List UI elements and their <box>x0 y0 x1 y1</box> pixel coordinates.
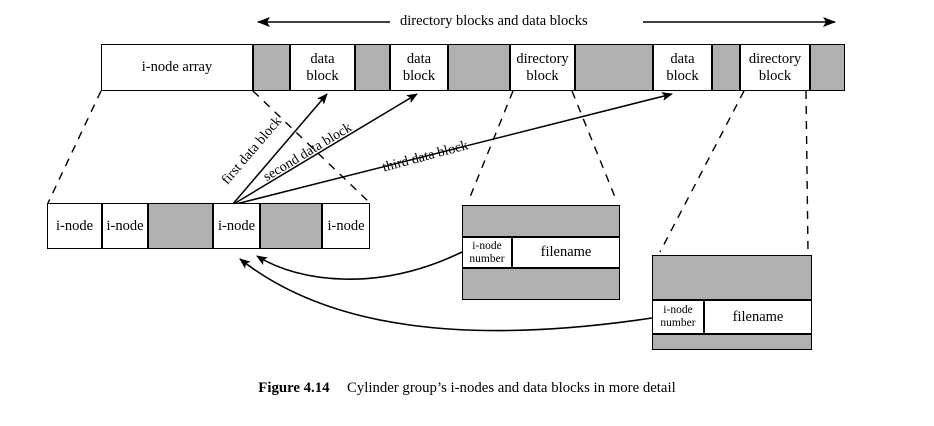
strip-cell-gray-4 <box>575 44 653 91</box>
strip-cell-data-block-2: data block <box>390 44 448 91</box>
inode-cell-label: i-node <box>55 217 94 234</box>
dir2-inode-number-label: i-node number <box>660 304 696 329</box>
figure-caption-label: Figure 4.14 <box>258 380 330 396</box>
strip-cell-label: data block <box>402 51 436 84</box>
strip-cell-data-block-1: data block <box>290 44 355 91</box>
pointer-label-third-data-block: third data block <box>381 138 470 176</box>
strip-cell-data-block-3: data block <box>653 44 712 91</box>
dir2-filename-label: filename <box>732 308 784 325</box>
inode-cell-label: i-node <box>327 217 365 234</box>
inode-cell-4: i-node <box>322 203 370 249</box>
strip-cell-label: directory block <box>748 51 802 84</box>
dir2-inode-number: i-node number <box>652 300 704 334</box>
strip-cell-gray-1 <box>253 44 290 91</box>
strip-cell-label: data block <box>306 51 339 84</box>
inode-gray-1 <box>148 203 213 249</box>
figure-caption: Figure 4.14 Cylinder group’s i-nodes and… <box>0 380 934 397</box>
inode-cell-2: i-node <box>102 203 148 249</box>
inode-cell-label: i-node <box>106 217 144 234</box>
dir2-gray-bottom <box>652 334 812 350</box>
dir1-gray-bottom <box>462 268 620 300</box>
strip-cell-inode-array: i-node array <box>101 44 253 91</box>
strip-cell-label: data block <box>666 51 699 84</box>
dir1-gray-top <box>462 205 620 237</box>
inode-cell-3: i-node <box>213 203 260 249</box>
dir1-filename: filename <box>512 237 620 268</box>
strip-cell-directory-block-2: directory block <box>740 44 810 91</box>
dir1-inode-number-label: i-node number <box>469 239 505 265</box>
strip-cell-label: i-node array <box>141 59 213 76</box>
inode-gray-2 <box>260 203 322 249</box>
strip-cell-label: directory block <box>516 51 569 84</box>
strip-cell-directory-block-1: directory block <box>510 44 575 91</box>
inode-cell-label: i-node <box>217 217 256 234</box>
top-axis-label: directory blocks and data blocks <box>400 13 588 29</box>
strip-cell-gray-3 <box>448 44 510 91</box>
strip-cell-gray-2 <box>355 44 390 91</box>
strip-cell-gray-5 <box>712 44 740 91</box>
dir1-filename-label: filename <box>540 244 592 261</box>
dir2-filename: filename <box>704 300 812 334</box>
inode-cell-1: i-node <box>47 203 102 249</box>
dir1-inode-number: i-node number <box>462 237 512 268</box>
figure-caption-text: Cylinder group’s i-nodes and data blocks… <box>346 380 676 396</box>
dir2-gray-top <box>652 255 812 300</box>
strip-cell-gray-6 <box>810 44 845 91</box>
